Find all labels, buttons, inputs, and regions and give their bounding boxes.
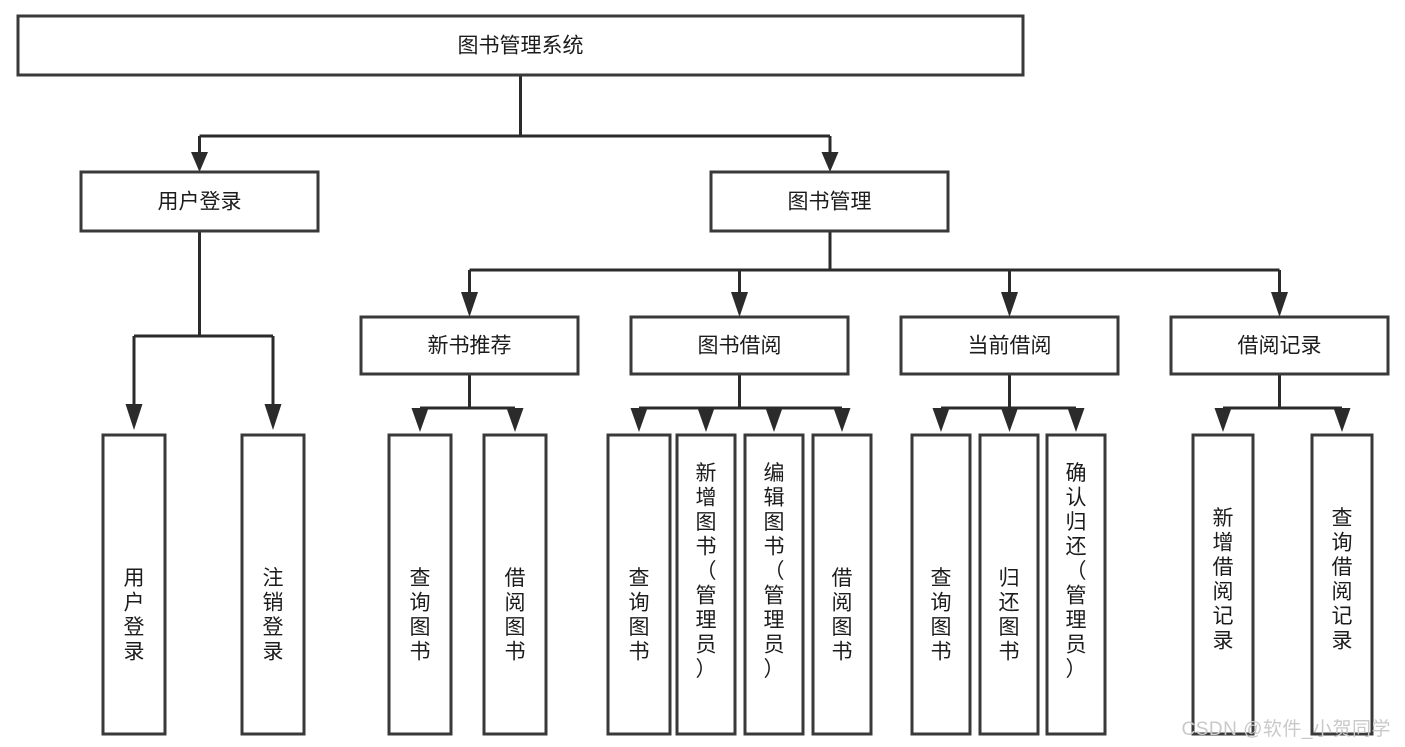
- node-book-borrow[interactable]: 图书借阅: [629, 315, 850, 376]
- connector-group-new-book-recommend-to-leaves: [411, 374, 524, 432]
- node-label-current-borrow: 当前借阅: [968, 335, 1052, 358]
- connector-book-borrow: [637, 374, 844, 412]
- connector-new-book-recommend: [418, 374, 517, 412]
- node-label-leaf-query-book-2: 查询图书: [629, 567, 650, 664]
- node-box-leaf-add-borrow-record: [1191, 433, 1255, 736]
- node-box-leaf-query-borrow-record: [1310, 433, 1374, 736]
- node-box-leaf-return-book: [978, 433, 1040, 736]
- node-box-new-book-recommend: [359, 315, 580, 376]
- node-leaf-query-borrow-record[interactable]: 查询借阅记录: [1310, 433, 1374, 736]
- node-box-leaf-edit-book: [743, 433, 805, 736]
- csdn-watermark: CSDN @软件_小贺同学: [1181, 719, 1391, 740]
- node-leaf-borrow-book-2[interactable]: 借阅图书: [811, 433, 873, 736]
- node-label-leaf-borrow-book-2: 借阅图书: [832, 567, 853, 664]
- node-leaf-add-book[interactable]: 新增图书（管理员）: [675, 433, 737, 736]
- connector-current-borrow: [939, 374, 1078, 412]
- node-label-leaf-logout-login: 注销登录: [263, 567, 284, 664]
- node-leaf-query-book-2[interactable]: 查询图书: [606, 433, 672, 736]
- node-label-leaf-query-book-1: 查询图书: [410, 567, 431, 664]
- arrow-head-new-book-recommend: [461, 292, 478, 317]
- arrow-head-borrow-record: [1271, 292, 1288, 317]
- arrow-head-leaf-borrow-book-1: [506, 408, 524, 432]
- arrow-head-leaf-return-book: [1001, 408, 1018, 432]
- connector-root: [198, 75, 832, 158]
- node-label-leaf-add-book: 新增图书（管理员）: [696, 462, 717, 681]
- arrow-head-leaf-logout-login: [264, 404, 282, 430]
- node-label-borrow-record: 借阅记录: [1238, 335, 1322, 358]
- node-leaf-return-book[interactable]: 归还图书: [978, 433, 1040, 736]
- arrow-head-leaf-query-book-2: [630, 408, 648, 432]
- node-label-leaf-borrow-book-1: 借阅图书: [505, 567, 526, 664]
- connector-borrow-record: [1221, 374, 1344, 412]
- arrow-head-user-login: [191, 152, 208, 172]
- node-label-book-manage: 图书管理: [788, 191, 872, 214]
- arrow-head-leaf-user-login: [125, 404, 143, 430]
- node-box-current-borrow: [899, 315, 1120, 376]
- node-label-new-book-recommend: 新书推荐: [428, 335, 512, 358]
- arrow-head-book-manage: [821, 152, 839, 172]
- connector-group-borrow-record-to-leaves: [1214, 374, 1351, 432]
- node-leaf-logout-login[interactable]: 注销登录: [240, 433, 306, 736]
- connector-group-root-to-level2: [191, 75, 839, 172]
- node-leaf-edit-book[interactable]: 编辑图书（管理员）: [743, 433, 805, 736]
- node-label-leaf-return-book: 归还图书: [999, 567, 1020, 664]
- arrow-head-leaf-add-book: [697, 408, 715, 432]
- node-book-manage[interactable]: 图书管理: [709, 170, 950, 233]
- arrow-head-book-borrow: [731, 292, 748, 317]
- node-box-leaf-user-login: [101, 433, 167, 736]
- node-leaf-query-book-3[interactable]: 查询图书: [910, 433, 972, 736]
- arrow-head-leaf-confirm-return: [1067, 408, 1085, 432]
- node-label-leaf-confirm-return: 确认归还（管理员）: [1066, 462, 1087, 681]
- node-box-leaf-query-book-3: [910, 433, 972, 736]
- connector-group-book-manage-to-level3: [461, 231, 1288, 317]
- node-borrow-record[interactable]: 借阅记录: [1169, 315, 1390, 376]
- arrow-head-leaf-query-book-3: [932, 408, 950, 432]
- connector-group-current-borrow-to-leaves: [932, 374, 1085, 432]
- node-root-title[interactable]: 图书管理系统: [16, 14, 1025, 77]
- node-label-root: 图书管理系统: [458, 35, 584, 58]
- node-box-root: [16, 14, 1025, 77]
- node-box-leaf-query-book-1: [387, 433, 453, 736]
- node-box-leaf-add-book: [675, 433, 737, 736]
- node-box-leaf-query-book-2: [606, 433, 672, 736]
- node-label-leaf-user-login: 用户登录: [124, 567, 145, 664]
- node-box-borrow-record: [1169, 315, 1390, 376]
- node-label-leaf-query-book-3: 查询图书: [931, 567, 952, 664]
- node-box-leaf-borrow-book-1: [482, 433, 548, 736]
- node-new-book-recommend[interactable]: 新书推荐: [359, 315, 580, 376]
- arrow-head-leaf-query-book-1: [411, 408, 429, 432]
- arrow-head-leaf-borrow-book-2: [833, 408, 851, 432]
- node-leaf-borrow-book-1[interactable]: 借阅图书: [482, 433, 548, 736]
- node-label-leaf-edit-book: 编辑图书（管理员）: [764, 462, 785, 681]
- node-leaf-confirm-return[interactable]: 确认归还（管理员）: [1045, 433, 1107, 736]
- node-box-leaf-confirm-return: [1045, 433, 1107, 736]
- connector-book-manage: [468, 231, 1281, 300]
- node-user-login[interactable]: 用户登录: [79, 170, 320, 233]
- node-label-user-login: 用户登录: [158, 191, 242, 214]
- node-label-leaf-add-borrow-record: 新增借阅记录: [1213, 507, 1234, 653]
- node-leaf-add-borrow-record[interactable]: 新增借阅记录: [1191, 433, 1255, 736]
- arrow-head-leaf-query-borrow-record: [1333, 408, 1351, 432]
- node-box-user-login: [79, 170, 320, 233]
- connector-group-user-login-to-leaves: [125, 231, 282, 430]
- node-leaf-user-login[interactable]: 用户登录: [101, 433, 167, 736]
- node-label-leaf-query-borrow-record: 查询借阅记录: [1332, 507, 1353, 653]
- node-box-book-manage: [709, 170, 950, 233]
- node-box-leaf-logout-login: [240, 433, 306, 736]
- arrow-head-leaf-edit-book: [765, 408, 783, 432]
- node-box-book-borrow: [629, 315, 850, 376]
- arrow-head-leaf-add-borrow-record: [1214, 408, 1232, 432]
- node-label-book-borrow: 图书借阅: [698, 335, 782, 358]
- connector-user-login: [132, 231, 275, 405]
- connector-group-book-borrow-to-leaves: [630, 374, 851, 432]
- node-leaf-query-book-1[interactable]: 查询图书: [387, 433, 453, 736]
- node-current-borrow[interactable]: 当前借阅: [899, 315, 1120, 376]
- node-box-leaf-borrow-book-2: [811, 433, 873, 736]
- arrow-head-current-borrow: [1001, 292, 1018, 317]
